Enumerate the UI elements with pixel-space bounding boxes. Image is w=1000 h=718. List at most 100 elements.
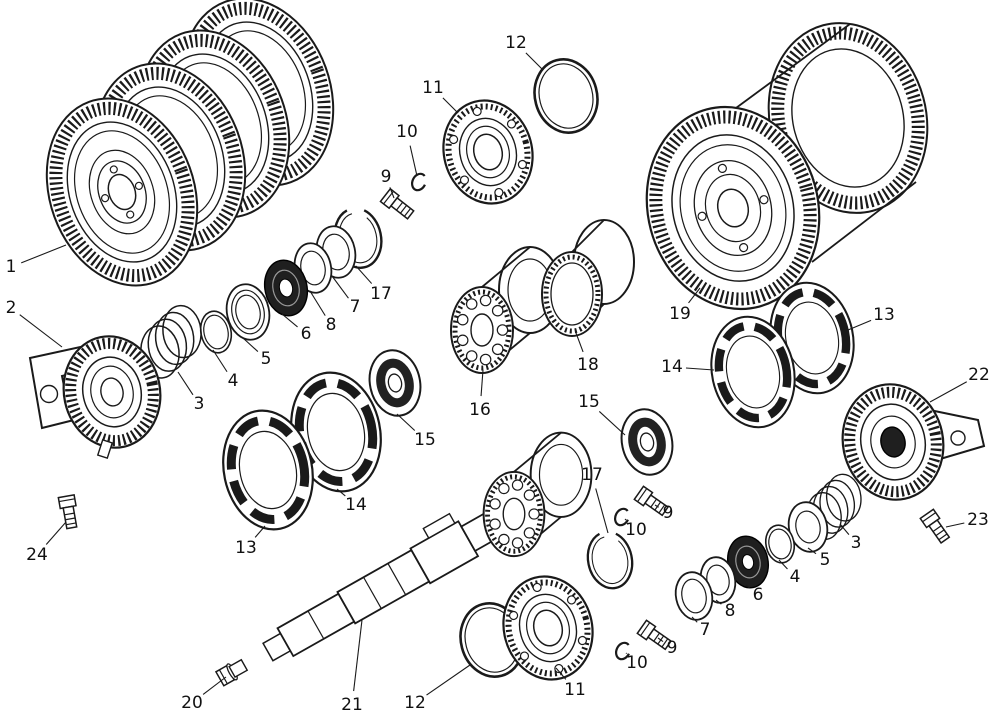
part-21-shaft (262, 507, 509, 662)
leader-line-17 (595, 488, 609, 534)
leader-line-3 (839, 523, 850, 535)
callout-2: 2 (6, 298, 17, 318)
callout-9: 9 (381, 167, 392, 187)
leader-line-5 (242, 337, 259, 352)
leader-line-21 (353, 619, 363, 692)
leader-line-10 (409, 145, 418, 177)
callout-17: 17 (370, 284, 392, 304)
leader-line-10 (624, 518, 627, 521)
leader-line-15 (396, 413, 416, 431)
leader-line-8 (309, 290, 326, 316)
callout-1: 1 (6, 257, 17, 277)
callout-8: 8 (326, 315, 337, 335)
callout-17: 17 (581, 465, 603, 485)
leader-line-3 (177, 371, 194, 396)
part-2-bracket (28, 335, 162, 460)
part-10-clip-top (408, 170, 430, 194)
callout-13: 13 (235, 538, 257, 558)
leader-line-11 (442, 97, 459, 114)
callout-12: 12 (505, 33, 527, 53)
leader-line-18 (575, 332, 584, 353)
leader-line-4 (778, 559, 788, 570)
leader-line-1 (21, 244, 67, 264)
callout-22: 22 (968, 365, 990, 385)
leader-line-19 (688, 287, 701, 304)
leader-line-16 (480, 369, 484, 397)
callout-11: 11 (564, 680, 586, 700)
callout-15: 15 (414, 430, 436, 450)
callout-16: 16 (469, 400, 491, 420)
callout-20: 20 (181, 693, 203, 713)
callout-5: 5 (820, 550, 831, 570)
leader-line-4 (212, 349, 228, 373)
callout-4: 4 (790, 567, 801, 587)
part-5-collar-right (787, 501, 829, 553)
part-19-hub (645, 105, 821, 311)
leader-line-6 (281, 313, 298, 328)
leader-line-5 (807, 547, 817, 555)
part-1-wheel-stack (22, 0, 359, 307)
callout-5: 5 (261, 349, 272, 369)
leader-line-20 (202, 676, 227, 695)
callout-19: 19 (669, 304, 691, 324)
part-4-washer-right (764, 524, 796, 564)
leader-line-7 (691, 616, 698, 623)
part-19-wheel (645, 22, 929, 311)
part-15-seal-right (616, 405, 679, 480)
part-20-plug (214, 658, 249, 687)
part-7-ring-right (674, 571, 714, 621)
callout-10: 10 (396, 122, 418, 142)
leader-line-7 (331, 275, 349, 299)
callout-21: 21 (341, 695, 363, 715)
leader-line-24 (45, 521, 67, 545)
part-9-bolt-top (379, 188, 417, 222)
callout-12: 12 (404, 693, 426, 713)
part-11-flange-top (432, 90, 544, 213)
part-5-collar-left (225, 283, 271, 341)
callout-7: 7 (350, 297, 361, 317)
callout-24: 24 (26, 545, 48, 565)
callout-6: 6 (301, 324, 312, 344)
leader-line-12 (525, 52, 544, 71)
leader-line-9 (389, 187, 395, 199)
leader-line-9 (654, 504, 659, 508)
leader-line-22 (929, 381, 968, 403)
leader-line-14 (685, 367, 715, 371)
leader-line-17 (355, 265, 373, 284)
callout-14: 14 (661, 357, 683, 377)
leader-line-9 (657, 637, 664, 643)
roller-bearing-lower (484, 433, 592, 556)
callout-23: 23 (967, 510, 989, 530)
callout-4: 4 (228, 371, 239, 391)
callout-15: 15 (578, 392, 600, 412)
callout-14: 14 (345, 495, 367, 515)
leader-line-12 (426, 664, 471, 696)
callout-3: 3 (194, 394, 205, 414)
part-22-bracket (841, 383, 986, 501)
leader-line-13 (254, 525, 266, 538)
callout-3: 3 (851, 533, 862, 553)
leader-line-23 (945, 522, 965, 528)
callout-18: 18 (577, 355, 599, 375)
leader-line-6 (745, 584, 750, 589)
leader-line-15 (598, 411, 626, 436)
leader-line-11 (555, 667, 567, 680)
leader-line-8 (715, 599, 722, 605)
callout-8: 8 (725, 601, 736, 621)
leader-line-13 (847, 319, 872, 331)
part-18-sleeve (541, 219, 635, 337)
leader-line-2 (19, 314, 63, 348)
part-1-hub (88, 149, 156, 235)
part-24-bolt (57, 494, 81, 530)
leader-line-14 (336, 488, 346, 497)
callout-9: 9 (667, 638, 678, 658)
callout-10: 10 (626, 653, 648, 673)
callout-11: 11 (422, 78, 444, 98)
callout-6: 6 (753, 585, 764, 605)
callout-10: 10 (625, 520, 647, 540)
callout-13: 13 (873, 305, 895, 325)
leader-line-10 (625, 652, 628, 654)
